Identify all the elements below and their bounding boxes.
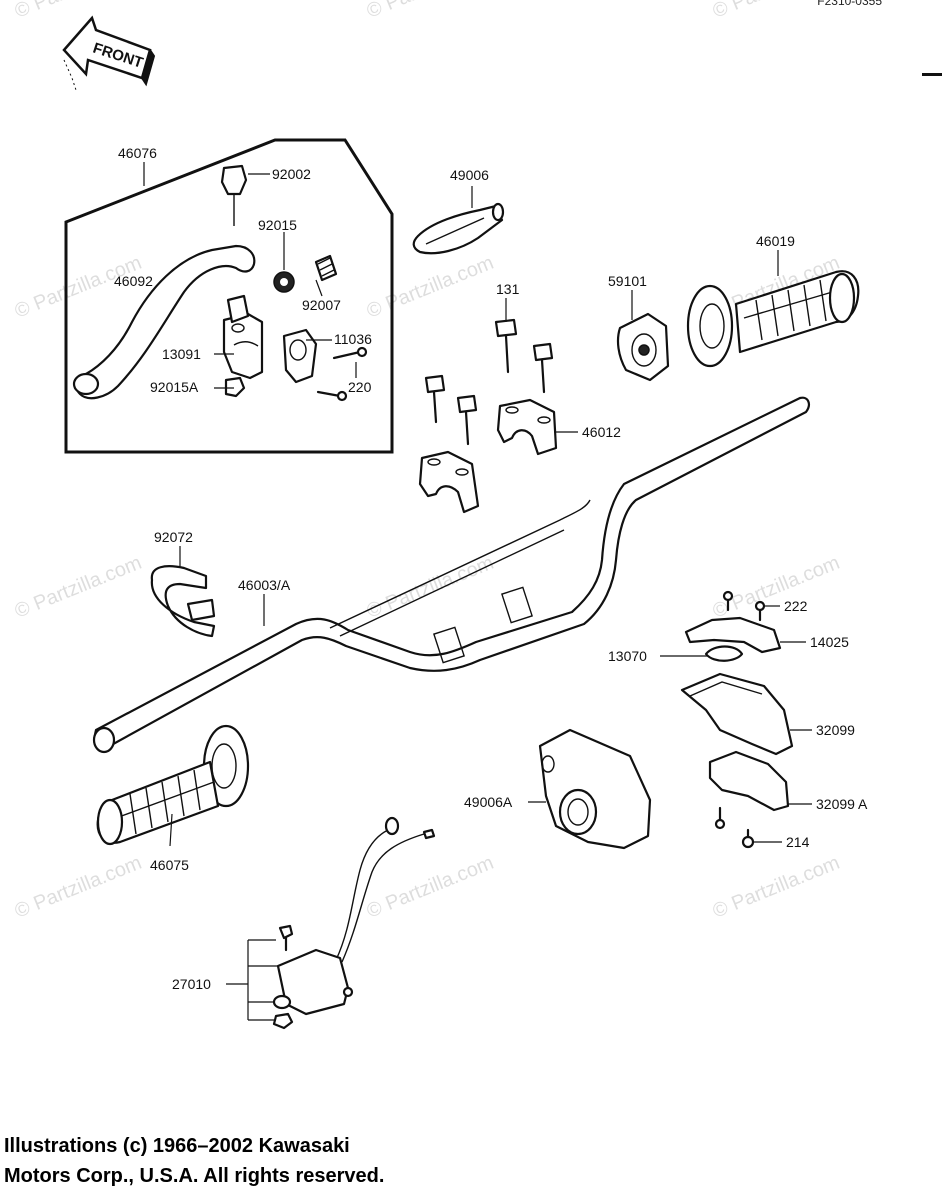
margin-mark bbox=[922, 73, 942, 76]
watermark: © Partzilla.com bbox=[364, 0, 497, 23]
cable-band bbox=[150, 565, 216, 638]
label-46075: 46075 bbox=[150, 857, 189, 873]
label-46019: 46019 bbox=[756, 233, 795, 249]
figure-code: F2310-0355 bbox=[817, 0, 882, 8]
label-92015a: 92015A bbox=[150, 379, 199, 395]
nut bbox=[224, 376, 246, 398]
watermark: © Partzilla.com bbox=[710, 0, 843, 23]
label-222: 222 bbox=[784, 598, 808, 614]
label-49006a: 49006A bbox=[464, 794, 513, 810]
label-11036: 11036 bbox=[334, 331, 372, 347]
throttle-grip bbox=[686, 270, 860, 368]
lever-assembly-outline bbox=[64, 138, 394, 454]
label-92072: 92072 bbox=[154, 529, 193, 545]
watermark: © Partzilla.com bbox=[364, 852, 497, 923]
lever-holder bbox=[222, 294, 264, 380]
left-grip bbox=[96, 724, 250, 846]
lever-clamp bbox=[282, 328, 318, 384]
watermark: © Partzilla.com bbox=[364, 252, 497, 323]
label-13091: 13091 bbox=[162, 346, 201, 362]
leader-lines bbox=[143, 162, 812, 847]
watermark: © Partzilla.com bbox=[710, 852, 843, 923]
label-32099a: 32099 A bbox=[816, 796, 868, 812]
watermark: © Partzilla.com bbox=[12, 0, 145, 23]
copyright-notice: Illustrations (c) 1966–2002 Kawasaki Mot… bbox=[4, 1131, 384, 1191]
clutch-lever bbox=[72, 244, 256, 400]
throttle-housing-parts bbox=[680, 590, 794, 849]
copyright-line-2: Motors Corp., U.S.A. All rights reserved… bbox=[4, 1165, 385, 1187]
lever-cover bbox=[412, 202, 505, 255]
label-59101: 59101 bbox=[608, 273, 647, 289]
holder-bolts bbox=[424, 318, 554, 446]
label-214: 214 bbox=[786, 834, 810, 850]
label-13070: 13070 bbox=[608, 648, 647, 664]
copyright-line-1: Illustrations (c) 1966–2002 Kawasaki bbox=[4, 1135, 350, 1157]
screws bbox=[316, 346, 368, 402]
handlebar-holder-upper bbox=[418, 398, 558, 514]
label-14025: 14025 bbox=[810, 634, 849, 650]
label-46012: 46012 bbox=[582, 424, 621, 440]
label-92015: 92015 bbox=[258, 217, 297, 233]
label-92002: 92002 bbox=[272, 166, 311, 182]
label-131: 131 bbox=[496, 281, 520, 297]
part-labels: 46076 92002 92015 46092 92007 11036 1309… bbox=[114, 145, 868, 992]
kill-switch bbox=[226, 816, 436, 1030]
label-46003a: 46003/A bbox=[238, 577, 291, 593]
watermark: © Partzilla.com bbox=[12, 852, 145, 923]
watermark: © Partzilla.com bbox=[710, 552, 843, 623]
label-32099: 32099 bbox=[816, 722, 855, 738]
label-46076: 46076 bbox=[118, 145, 157, 161]
label-49006: 49006 bbox=[450, 167, 489, 183]
switch-housing bbox=[538, 728, 652, 850]
watermark: © Partzilla.com bbox=[364, 552, 497, 623]
label-46092: 46092 bbox=[114, 273, 153, 289]
bolt bbox=[220, 164, 248, 226]
front-arrow-icon: FRONT bbox=[62, 15, 156, 91]
adjuster-parts bbox=[273, 254, 338, 293]
label-27010: 27010 bbox=[172, 976, 211, 992]
label-92007: 92007 bbox=[302, 297, 341, 313]
watermark: © Partzilla.com bbox=[12, 552, 145, 623]
label-220: 220 bbox=[348, 379, 372, 395]
handlebar bbox=[92, 396, 810, 754]
throttle-pulley bbox=[616, 312, 670, 382]
